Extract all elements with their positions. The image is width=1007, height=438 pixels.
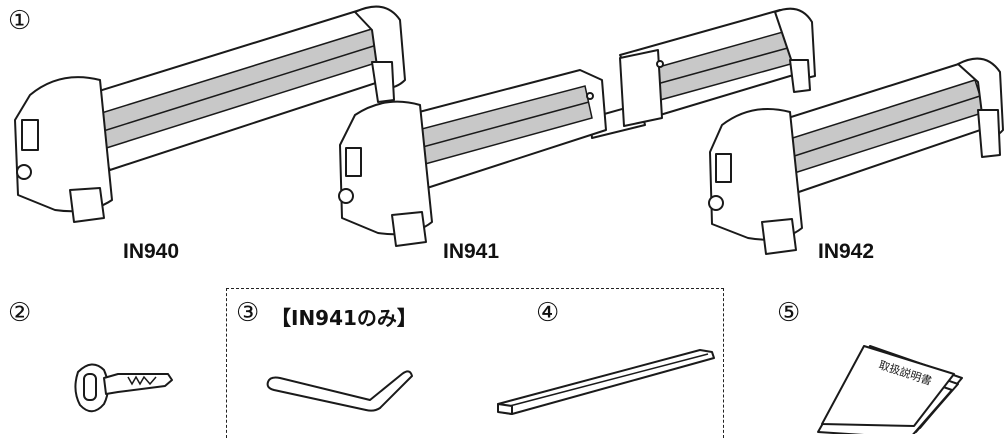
in941-only-note: 【IN941のみ】	[271, 306, 417, 330]
carrier-in941	[338, 7, 816, 247]
hex-wrench-icon	[266, 370, 413, 412]
carrier-in940	[14, 5, 406, 223]
carrier-in942	[708, 57, 1004, 255]
key-icon	[74, 363, 173, 413]
manual-icon: 取扱説明書	[817, 345, 963, 434]
item-number-5: ⑤	[777, 298, 801, 328]
in941-only-group-box	[226, 288, 724, 438]
cover-strip-icon	[497, 349, 715, 415]
model-label-in942: IN942	[818, 240, 875, 263]
item-number-2: ②	[8, 298, 32, 328]
item-number-4: ④	[536, 298, 560, 328]
model-label-in941: IN941	[443, 240, 500, 263]
model-label-in940: IN940	[123, 240, 180, 263]
item-number-1: ①	[8, 6, 32, 36]
item-number-3: ③	[236, 298, 260, 328]
